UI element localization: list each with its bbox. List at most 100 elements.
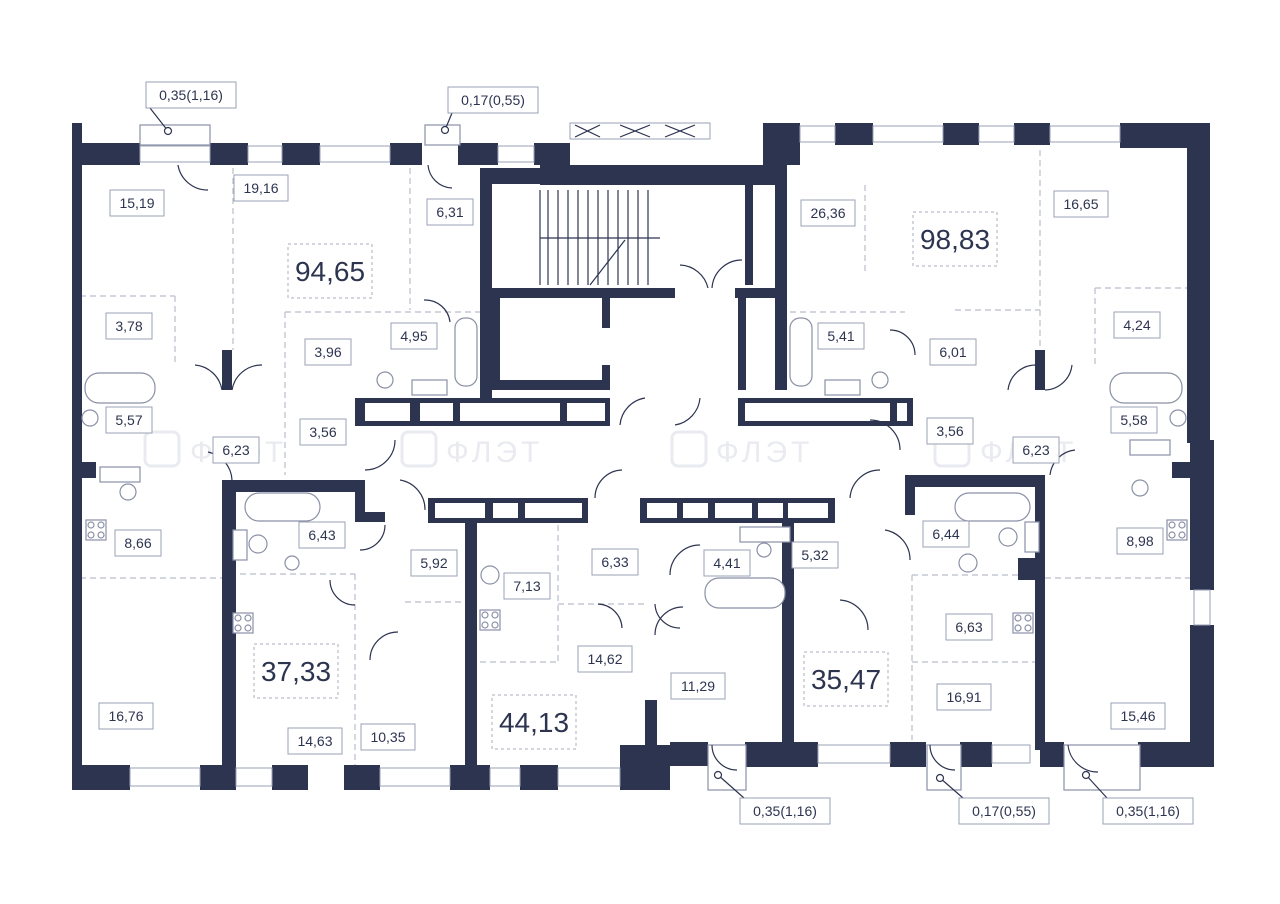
apt-left-mid-total: 37,33 — [253, 643, 339, 699]
room-area-label: 4,24 — [1113, 311, 1161, 339]
room-area-label: 6,63 — [945, 613, 993, 641]
balcony-area-label: 0,17(0,55) — [935, 773, 1050, 825]
room-area-label: 3,96 — [304, 338, 352, 366]
room-area-text: 14,63 — [297, 733, 332, 749]
balcony-area-text: 0,17(0,55) — [972, 803, 1036, 819]
doors — [177, 164, 1099, 773]
room-area-label: 6,43 — [298, 521, 346, 549]
apartment-area-text: 94,65 — [295, 256, 365, 287]
room-area-label: 14,62 — [577, 645, 633, 673]
balconies — [139, 124, 1141, 791]
room-area-text: 11,29 — [681, 678, 715, 694]
apartment-area-text: 98,83 — [920, 224, 990, 255]
windows — [129, 122, 1211, 787]
balcony-area-text: 0,35(1,16) — [753, 803, 817, 819]
room-area-text: 5,32 — [801, 547, 828, 563]
room-area-label: 3,78 — [105, 312, 153, 340]
room-area-label: 4,41 — [703, 549, 751, 577]
room-area-text: 16,65 — [1063, 196, 1098, 212]
room-area-label: 5,58 — [1110, 406, 1158, 434]
room-area-text: 14,62 — [587, 651, 622, 667]
room-area-text: 3,96 — [314, 344, 341, 360]
elevator — [500, 298, 602, 380]
room-area-text: 6,33 — [601, 554, 628, 570]
room-area-label: 3,56 — [299, 418, 347, 446]
room-area-text: 10,35 — [370, 729, 405, 745]
room-area-text: 19,16 — [243, 180, 278, 196]
room-area-text: 4,24 — [1123, 317, 1150, 333]
cooktop-icon — [479, 609, 501, 631]
room-area-label: 8,66 — [114, 529, 162, 557]
balcony-area-label: 0,17(0,55) — [440, 86, 539, 135]
room-area-text: 5,41 — [827, 328, 854, 344]
room-area-text: 6,01 — [939, 344, 966, 360]
room-area-text: 3,56 — [936, 423, 963, 439]
cooktop-icon — [85, 519, 107, 541]
room-area-label: 10,35 — [360, 723, 416, 751]
room-area-label: 4,95 — [390, 322, 438, 350]
room-area-label: 5,92 — [410, 549, 458, 577]
room-area-label: 6,01 — [929, 338, 977, 366]
apartment-area-text: 37,33 — [261, 656, 331, 687]
room-area-label: 6,31 — [426, 198, 474, 226]
room-area-text: 3,78 — [115, 318, 142, 334]
room-area-label: 6,33 — [591, 548, 639, 576]
watermark-text: ФЛЭТ — [716, 436, 813, 469]
room-area-label: 16,65 — [1053, 190, 1109, 218]
room-area-text: 16,76 — [108, 708, 143, 724]
cooktops — [85, 519, 1188, 634]
room-area-text: 6,44 — [932, 526, 959, 542]
room-area-text: 6,63 — [955, 619, 982, 635]
room-area-text: 6,23 — [1022, 442, 1049, 458]
room-area-text: 15,46 — [1120, 708, 1155, 724]
room-area-label: 5,41 — [817, 322, 865, 350]
balcony-area-text: 0,35(1,16) — [159, 87, 223, 103]
apt-right-mid-total: 35,47 — [803, 651, 889, 707]
fixtures — [81, 317, 1187, 609]
apartment-area-text: 35,47 — [811, 664, 881, 695]
staircase — [539, 190, 660, 286]
watermark-text: ФЛЭТ — [446, 436, 543, 469]
room-area-label: 5,57 — [105, 406, 153, 434]
room-area-label: 26,36 — [800, 199, 856, 227]
room-area-label: 8,98 — [1116, 527, 1164, 555]
room-area-label: 6,44 — [922, 520, 970, 548]
room-area-text: 5,92 — [420, 555, 447, 571]
room-area-label: 6,23 — [1012, 436, 1060, 464]
room-area-text: 8,98 — [1126, 533, 1153, 549]
room-area-text: 4,41 — [713, 555, 740, 571]
balcony-area-label: 0,35(1,16) — [1081, 770, 1194, 825]
room-area-label: 11,29 — [670, 672, 726, 700]
room-area-text: 3,56 — [309, 424, 336, 440]
room-area-text: 5,57 — [115, 412, 142, 428]
balcony-area-label: 0,35(1,16) — [713, 770, 831, 825]
room-area-text: 6,23 — [222, 442, 249, 458]
room-area-text: 6,31 — [436, 204, 463, 220]
room-area-label: 6,23 — [212, 436, 260, 464]
apt-center-bottom-total: 44,13 — [491, 694, 577, 750]
apt-right-top-total: 98,83 — [912, 211, 998, 267]
room-area-text: 4,95 — [400, 328, 427, 344]
room-area-text: 5,58 — [1120, 412, 1147, 428]
apartment-totals: 94,65 98,83 37,33 44,13 35,47 — [253, 211, 998, 750]
balcony-area-text: 0,35(1,16) — [1116, 803, 1180, 819]
room-area-label: 7,13 — [503, 572, 551, 600]
room-area-label: 19,16 — [233, 174, 289, 202]
room-area-label: 16,76 — [98, 702, 154, 730]
room-area-text: 7,13 — [513, 578, 540, 594]
apartment-area-text: 44,13 — [499, 707, 569, 738]
room-area-text: 26,36 — [810, 205, 845, 221]
balcony-area-label: 0,35(1,16) — [145, 81, 237, 136]
room-area-label: 14,63 — [287, 727, 343, 755]
cooktop-icon — [1012, 612, 1034, 634]
room-area-text: 8,66 — [124, 535, 151, 551]
corridor-slots — [365, 403, 907, 518]
room-area-label: 15,19 — [109, 189, 165, 217]
cooktop-icon — [232, 612, 254, 634]
balcony-labels: 0,35(1,16) 0,17(0,55) 0,35(1,16) 0,17(0,55)… — [145, 81, 1194, 825]
room-area-text: 15,19 — [119, 195, 154, 211]
room-area-label: 5,32 — [791, 541, 839, 569]
room-area-text: 6,43 — [308, 527, 335, 543]
room-labels: 15,19 19,16 6,31 3,78 3,96 4,95 5,57 6,23 3,56 8,… — [98, 174, 1166, 755]
